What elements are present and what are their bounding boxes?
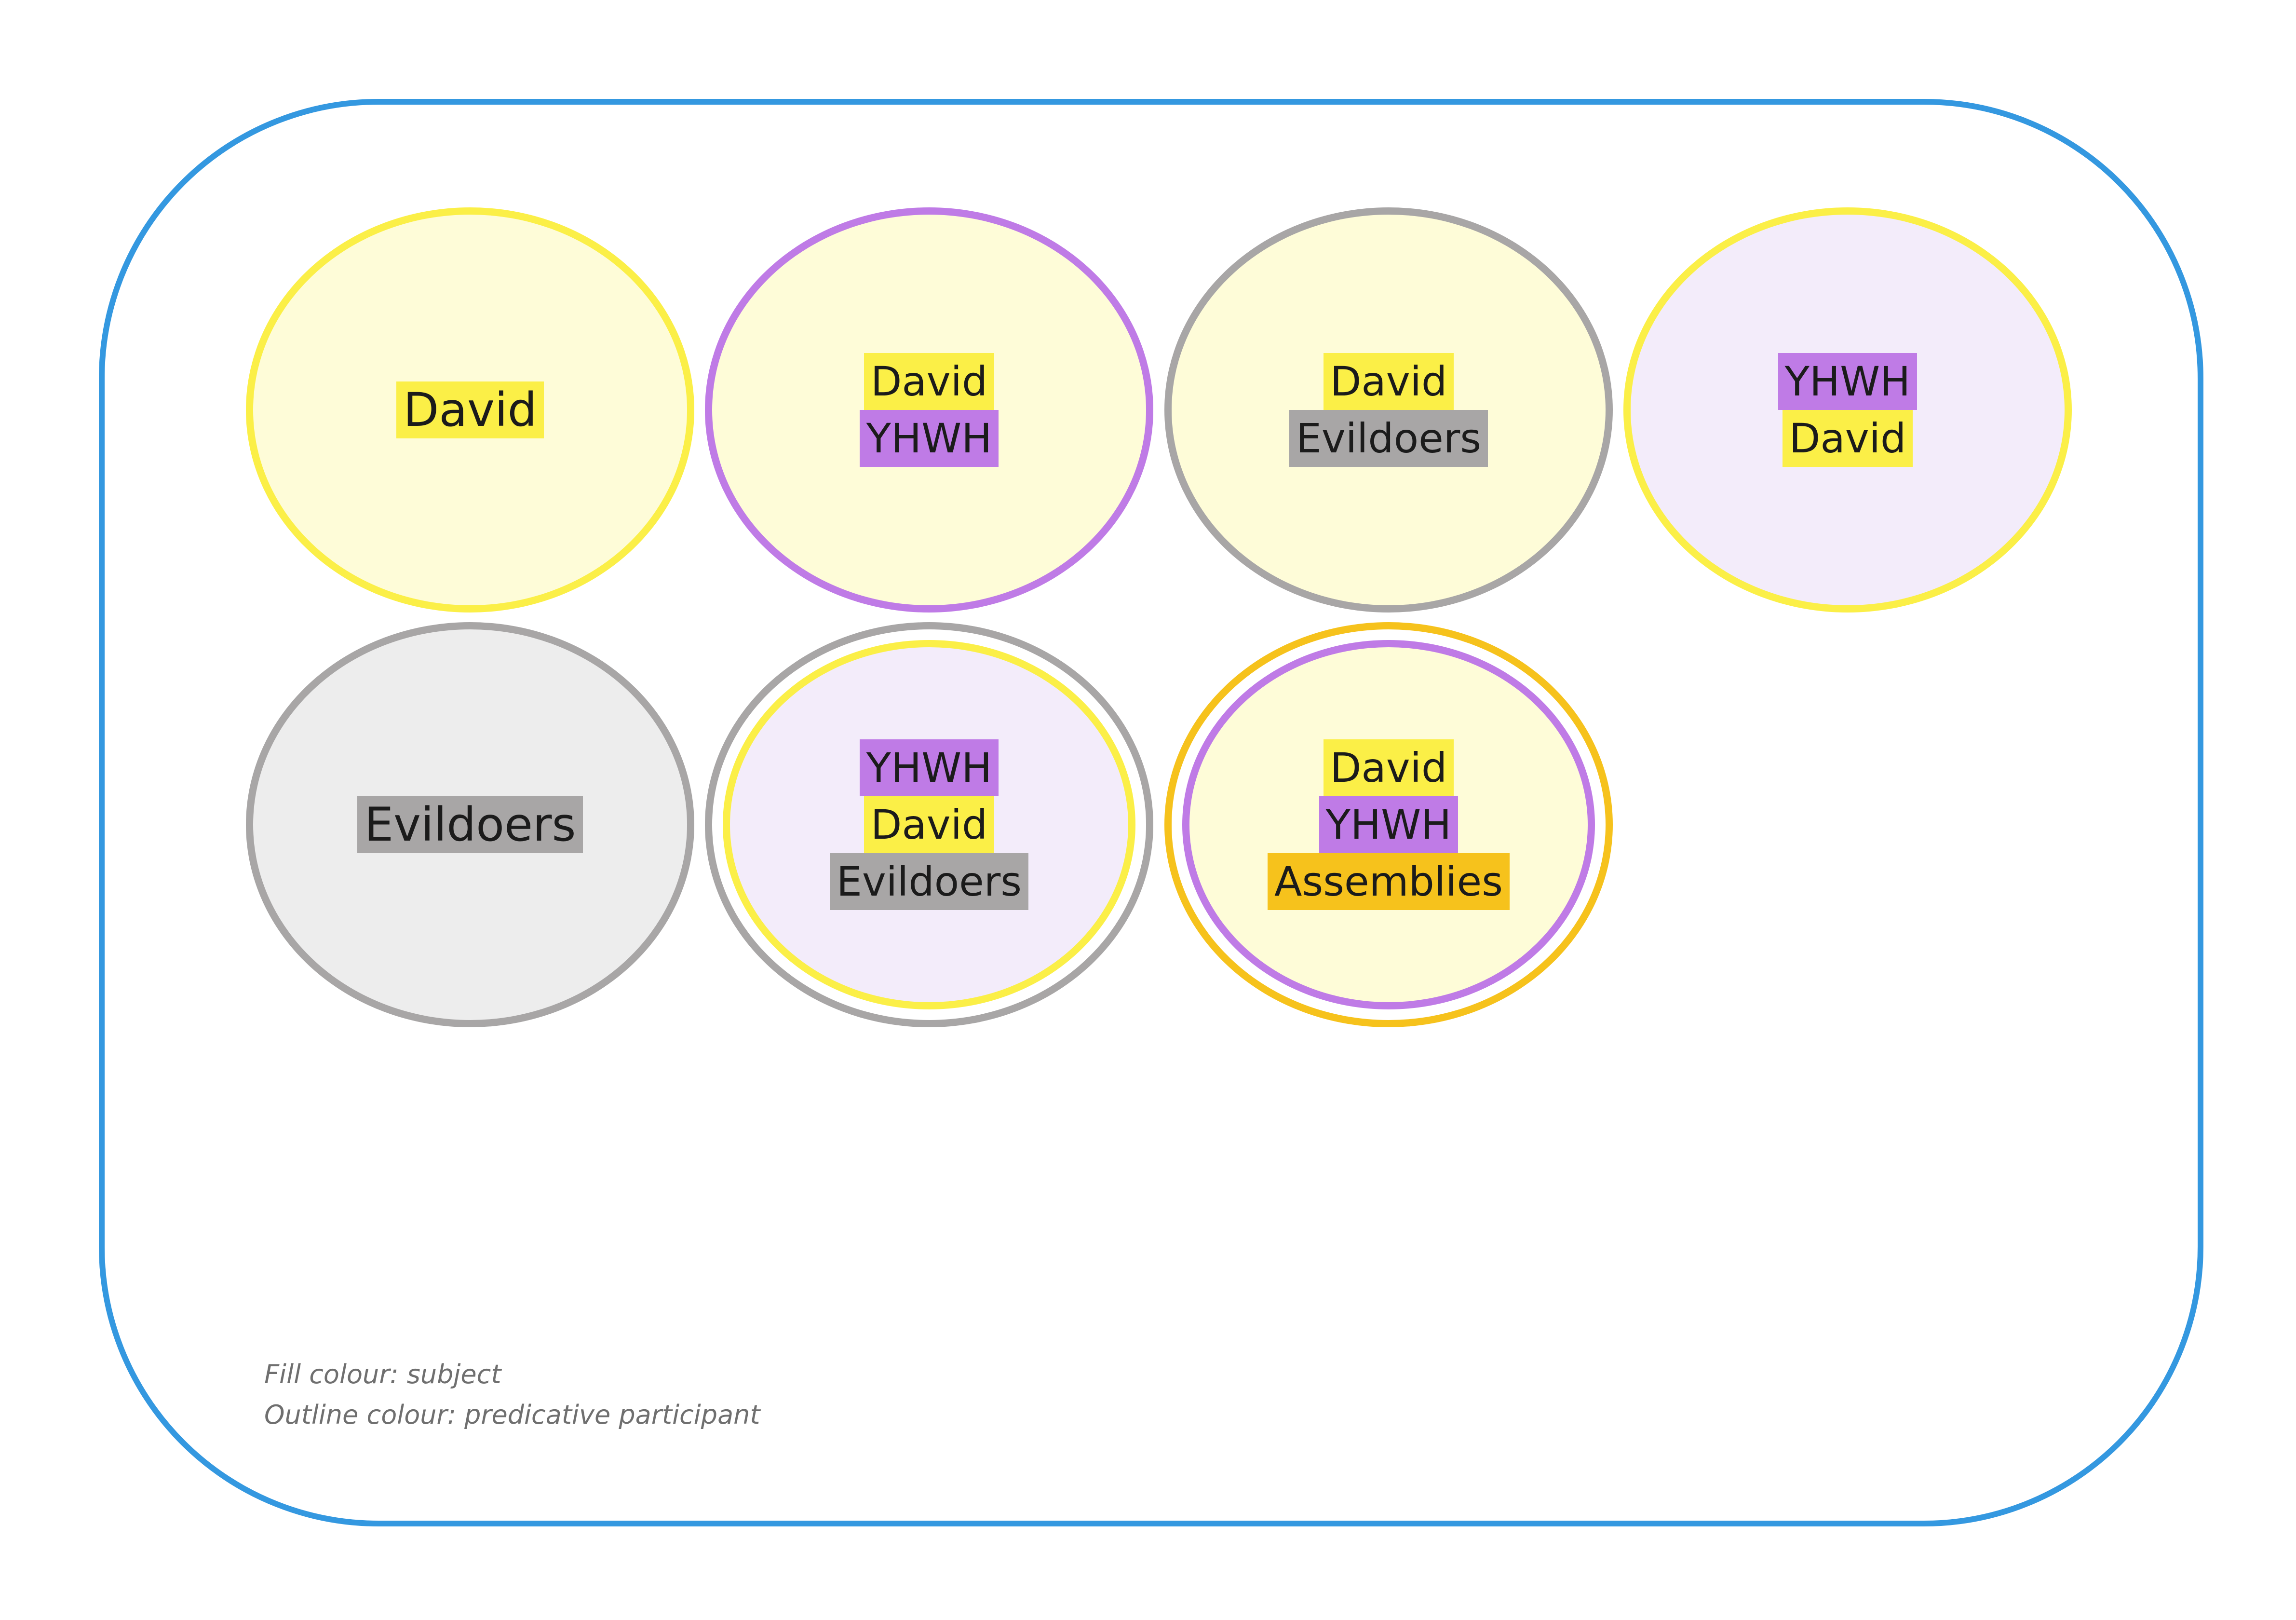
- participant-label-yhwh: YHWH: [859, 739, 999, 796]
- participant-label-evildoers: Evildoers: [1289, 410, 1488, 467]
- participant-label-assemblies: Assemblies: [1268, 853, 1510, 910]
- legend-fill-line: Fill colour: subject: [264, 1359, 501, 1389]
- clause-labels: David: [253, 215, 687, 605]
- clause-labels: Evildoers: [253, 629, 687, 1020]
- legend-outline-line: Outline colour: predicative participant: [264, 1400, 760, 1430]
- participant-label-david: David: [864, 353, 995, 410]
- participant-label-yhwh: YHWH: [1319, 796, 1459, 853]
- participant-label-yhwh: YHWH: [1778, 353, 1918, 410]
- participant-label-david: David: [1323, 353, 1454, 410]
- clause-circle-1: David: [246, 207, 694, 613]
- participant-label-yhwh: YHWH: [859, 410, 999, 467]
- participant-label-david: David: [396, 381, 544, 438]
- clause-circle-5: Evildoers: [246, 622, 694, 1027]
- outer-frame: [99, 99, 2203, 1526]
- participant-label-evildoers: Evildoers: [357, 796, 583, 853]
- participant-label-david: David: [864, 796, 995, 853]
- participant-label-david: David: [1782, 410, 1913, 467]
- participant-label-evildoers: Evildoers: [829, 853, 1029, 910]
- participant-label-david: David: [1323, 739, 1454, 796]
- legend: Fill colour: subject Outline colour: pre…: [264, 1354, 760, 1435]
